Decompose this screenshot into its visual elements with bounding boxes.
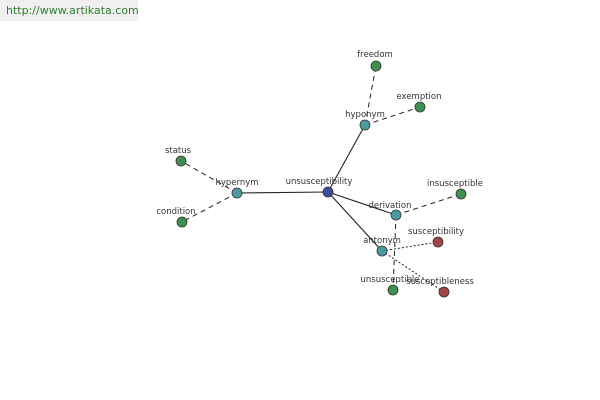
node-label-hyponym[interactable]: hyponym	[345, 110, 385, 120]
source-url-banner[interactable]: http://www.artikata.com	[0, 0, 138, 21]
node-unsusceptible[interactable]	[387, 284, 399, 296]
node-antonym[interactable]	[376, 245, 388, 257]
node-label-unsusceptibility[interactable]: unsusceptibility	[286, 177, 353, 187]
edge-unsusceptibility-derivation	[327, 191, 397, 216]
edges-layer	[180, 65, 462, 293]
node-label-status[interactable]: status	[165, 146, 192, 156]
node-hyponym[interactable]	[359, 119, 371, 131]
node-label-susceptibleness[interactable]: susceptibleness	[406, 277, 474, 287]
edge-hyponym-exemption	[364, 106, 421, 126]
node-label-condition[interactable]: condition	[156, 207, 195, 217]
nodes-layer	[175, 60, 467, 298]
node-susceptibleness[interactable]	[438, 286, 450, 298]
node-label-exemption[interactable]: exemption	[396, 92, 441, 102]
node-label-unsusceptible[interactable]: unsusceptible	[361, 275, 420, 285]
node-freedom[interactable]	[370, 60, 382, 72]
node-label-insusceptible[interactable]: insusceptible	[427, 179, 483, 189]
node-label-derivation[interactable]: derivation	[368, 201, 411, 211]
edge-hypernym-status	[180, 160, 238, 194]
node-derivation[interactable]	[390, 209, 402, 221]
node-condition[interactable]	[176, 216, 188, 228]
edge-unsusceptibility-hypernym	[236, 191, 329, 194]
edge-unsusceptibility-hyponym	[327, 124, 366, 193]
edge-derivation-insusceptible	[395, 193, 462, 216]
node-label-freedom[interactable]: freedom	[357, 50, 393, 60]
node-label-hypernym[interactable]: hypernym	[215, 178, 258, 188]
node-unsusceptibility[interactable]	[322, 186, 334, 198]
node-susceptibility[interactable]	[432, 236, 444, 248]
node-label-susceptibility[interactable]: susceptibility	[408, 227, 464, 237]
node-status[interactable]	[175, 155, 187, 167]
edge-derivation-unsusceptible	[392, 214, 397, 291]
edge-hyponym-freedom	[364, 65, 377, 126]
edge-hypernym-condition	[181, 192, 238, 223]
labels-layer: unsusceptibility hypernym hyponym derivatio…	[156, 50, 483, 287]
edge-unsusceptibility-antonym	[327, 191, 383, 252]
node-insusceptible[interactable]	[455, 188, 467, 200]
node-hypernym[interactable]	[231, 187, 243, 199]
edge-antonym-susceptibleness	[381, 250, 445, 293]
node-exemption[interactable]	[414, 101, 426, 113]
node-label-antonym[interactable]: antonym	[363, 236, 401, 246]
edge-antonym-susceptibility	[381, 241, 439, 252]
